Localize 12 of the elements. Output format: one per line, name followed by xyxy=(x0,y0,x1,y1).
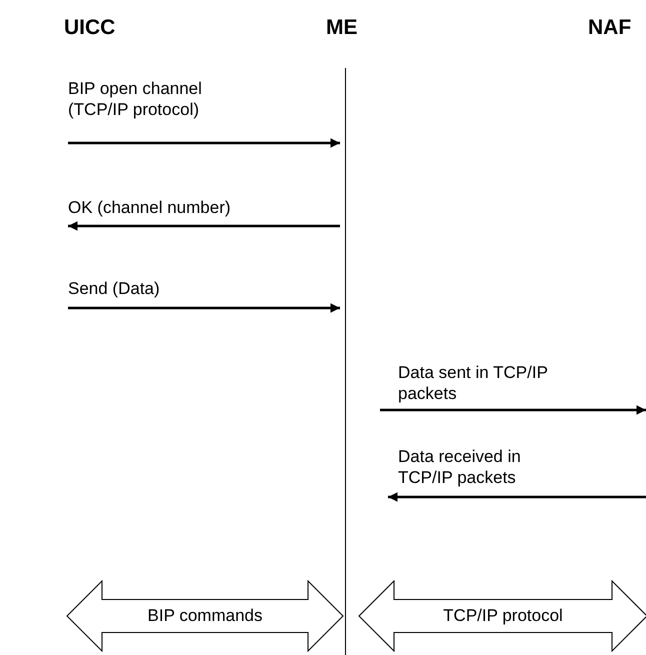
message-arrow xyxy=(68,138,340,148)
message-arrow xyxy=(388,492,646,502)
lifeline-header: ME xyxy=(326,16,358,40)
lifeline-header: NAF xyxy=(588,16,632,40)
double-arrow-shape xyxy=(66,580,344,652)
lifeline-header: UICC xyxy=(64,16,116,40)
double-arrow-shape xyxy=(358,580,646,652)
message-arrow xyxy=(380,405,646,415)
message-arrow xyxy=(68,221,340,231)
shape-label: TCP/IP protocol xyxy=(442,606,564,626)
message-arrow xyxy=(68,303,340,313)
shape-label: BIP commands xyxy=(146,606,264,626)
